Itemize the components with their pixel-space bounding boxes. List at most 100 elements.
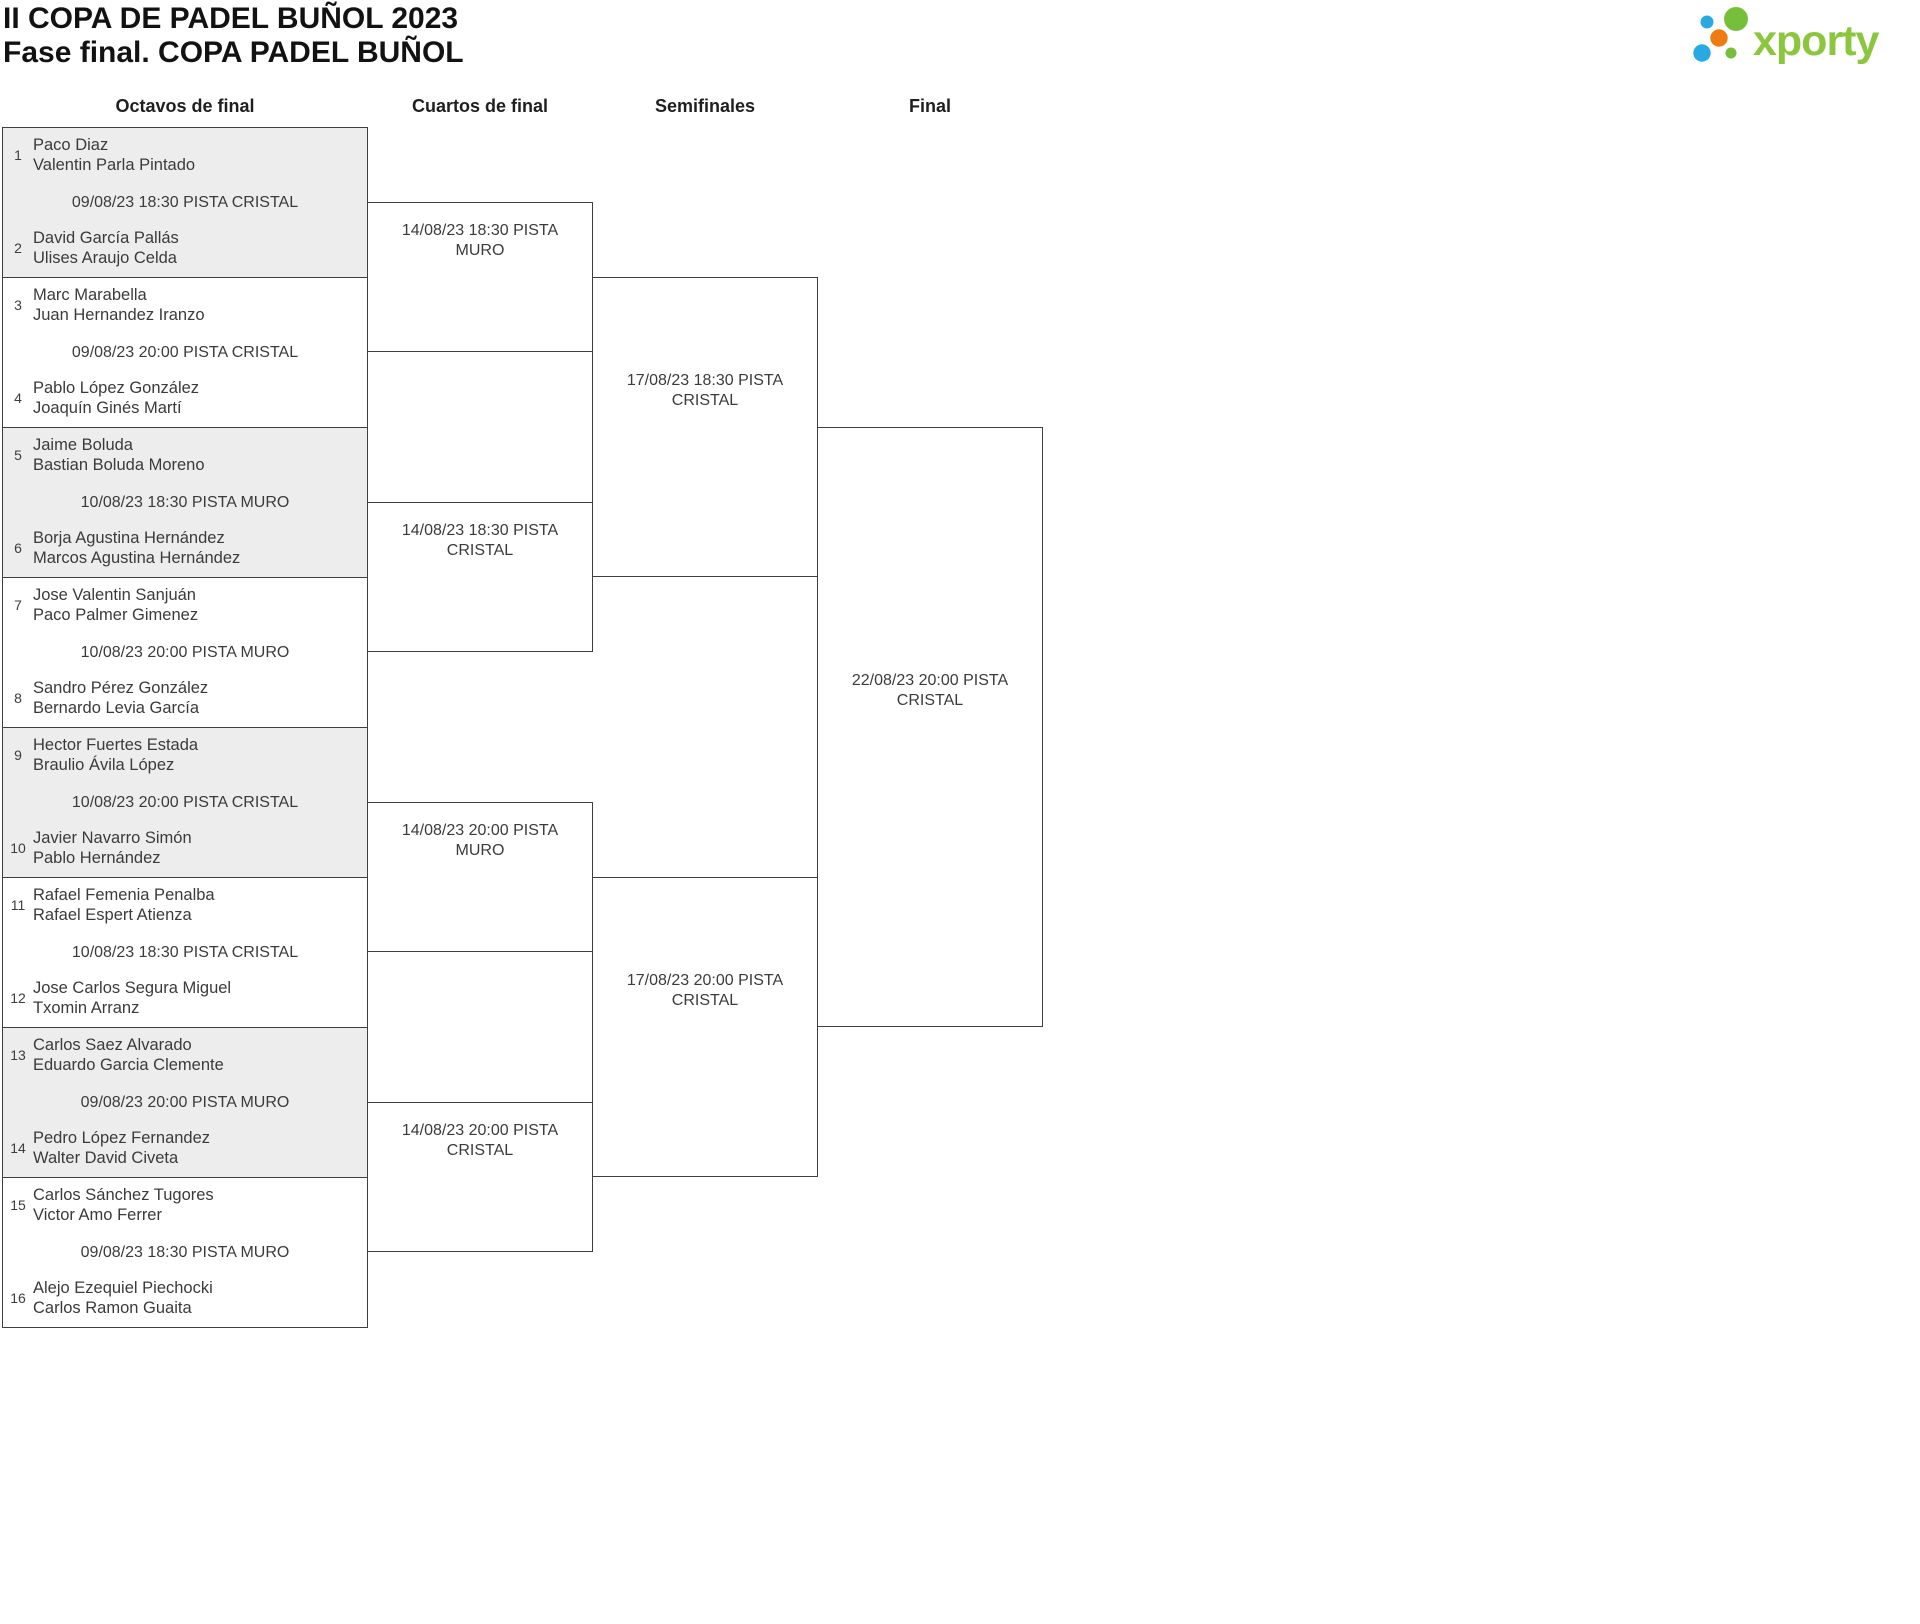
round-header-semifinales: Semifinales <box>654 96 756 116</box>
round-header-octavos: Octavos de final <box>115 96 255 116</box>
player-name: Pablo Hernández <box>33 849 161 867</box>
team-slot: 7 Jose Valentin Sanjuán Paco Palmer Gime… <box>8 585 359 625</box>
team-players: Rafael Femenia Penalba Rafael Espert Ati… <box>33 885 215 925</box>
seed-number: 6 <box>14 540 22 556</box>
r16-match-1[interactable]: 1 Paco Diaz Valentin Parla Pintado 09/08… <box>2 127 368 278</box>
r16-match-2[interactable]: 3 Marc Marabella Juan Hernandez Iranzo 0… <box>2 277 368 428</box>
player-name: Javier Navarro Simón <box>33 829 192 847</box>
team-players: Carlos Sánchez Tugores Victor Amo Ferrer <box>33 1185 214 1225</box>
player-name: Carlos Saez Alvarado <box>33 1036 192 1054</box>
team-slot: 4 Pablo López González Joaquín Ginés Mar… <box>8 378 359 418</box>
r16-match-6[interactable]: 11 Rafael Femenia Penalba Rafael Espert … <box>2 877 368 1028</box>
player-name: Bastian Boluda Moreno <box>33 456 205 474</box>
match-schedule: 10/08/23 20:00 PISTA CRISTAL <box>71 793 299 811</box>
team-players: Paco Diaz Valentin Parla Pintado <box>33 135 195 175</box>
player-name: Eduardo Garcia Clemente <box>33 1056 224 1074</box>
team-slot: 13 Carlos Saez Alvarado Eduardo Garcia C… <box>8 1035 359 1075</box>
player-name: Marcos Agustina Hernández <box>33 549 241 567</box>
team-slot: 11 Rafael Femenia Penalba Rafael Espert … <box>8 885 359 925</box>
match-schedule: 10/08/23 20:00 PISTA MURO <box>80 643 290 661</box>
svg-text:xporty: xporty <box>1753 17 1880 65</box>
player-name: Borja Agustina Hernández <box>33 529 225 547</box>
team-slot: 8 Sandro Pérez González Bernardo Levia G… <box>8 678 359 718</box>
team-players: David García Pallás Ulises Araujo Celda <box>33 228 179 268</box>
player-name: Rafael Femenia Penalba <box>33 886 215 904</box>
player-name: Bernardo Levia García <box>33 699 200 717</box>
match-schedule: 17/08/23 20:00 PISTA CRISTAL <box>626 972 784 1009</box>
player-name: Valentin Parla Pintado <box>33 156 196 174</box>
match-schedule: 09/08/23 20:00 PISTA MURO <box>80 1093 290 1111</box>
player-name: Jose Valentin Sanjuán <box>33 586 196 604</box>
tournament-title: II COPA DE PADEL BUÑOL 2023 <box>3 2 459 35</box>
team-slot: 16 Alejo Ezequiel Piechocki Carlos Ramon… <box>8 1278 359 1318</box>
player-name: Jose Carlos Segura Miguel <box>33 979 232 997</box>
r16-match-4[interactable]: 7 Jose Valentin Sanjuán Paco Palmer Gime… <box>2 577 368 728</box>
match-schedule: 09/08/23 20:00 PISTA CRISTAL <box>71 343 299 361</box>
seed-number: 5 <box>14 447 22 463</box>
sf-match-2[interactable]: 17/08/23 20:00 PISTA CRISTAL <box>592 877 818 1177</box>
match-schedule: 10/08/23 18:30 PISTA CRISTAL <box>71 943 299 961</box>
page-title: II COPA DE PADEL BUÑOL 2023 Fase final. … <box>3 2 464 70</box>
player-name: Sandro Pérez González <box>33 679 209 697</box>
seed-number: 3 <box>14 297 22 313</box>
team-players: Pablo López González Joaquín Ginés Martí <box>33 378 199 418</box>
r16-match-3[interactable]: 5 Jaime Boluda Bastian Boluda Moreno 10/… <box>2 427 368 578</box>
team-players: Alejo Ezequiel Piechocki Carlos Ramon Gu… <box>33 1278 213 1318</box>
round-header-final: Final <box>908 96 952 116</box>
qf-match-3[interactable]: 14/08/23 20:00 PISTA MURO <box>367 802 593 952</box>
player-name: David García Pallás <box>33 229 179 247</box>
match-schedule: 22/08/23 20:00 PISTA CRISTAL <box>851 672 1009 709</box>
qf-match-2[interactable]: 14/08/23 18:30 PISTA CRISTAL <box>367 502 593 652</box>
team-players: Jaime Boluda Bastian Boluda Moreno <box>33 435 205 475</box>
team-players: Hector Fuertes Estada Braulio Ávila Lópe… <box>33 735 198 775</box>
match-schedule: 14/08/23 18:30 PISTA CRISTAL <box>401 522 559 559</box>
seed-number: 15 <box>10 1197 26 1213</box>
team-slot: 14 Pedro López Fernandez Walter David Ci… <box>8 1128 359 1168</box>
match-schedule: 10/08/23 18:30 PISTA MURO <box>80 493 290 511</box>
team-players: Javier Navarro Simón Pablo Hernández <box>33 828 192 868</box>
team-players: Marc Marabella Juan Hernandez Iranzo <box>33 285 205 325</box>
player-name: Marc Marabella <box>33 286 147 304</box>
team-players: Carlos Saez Alvarado Eduardo Garcia Clem… <box>33 1035 224 1075</box>
player-name: Ulises Araujo Celda <box>33 249 177 267</box>
player-name: Joaquín Ginés Martí <box>33 399 182 417</box>
team-slot: 9 Hector Fuertes Estada Braulio Ávila Ló… <box>8 735 359 775</box>
match-schedule: 17/08/23 18:30 PISTA CRISTAL <box>626 372 784 409</box>
team-players: Pedro López Fernandez Walter David Civet… <box>33 1128 210 1168</box>
team-slot: 1 Paco Diaz Valentin Parla Pintado <box>8 135 359 175</box>
player-name: Walter David Civeta <box>33 1149 179 1167</box>
seed-number: 9 <box>14 747 22 763</box>
r16-match-7[interactable]: 13 Carlos Saez Alvarado Eduardo Garcia C… <box>2 1027 368 1178</box>
seed-number: 4 <box>14 390 22 406</box>
match-schedule: 09/08/23 18:30 PISTA CRISTAL <box>71 193 299 211</box>
player-name: Txomin Arranz <box>33 999 140 1017</box>
player-name: Braulio Ávila López <box>33 756 175 774</box>
player-name: Hector Fuertes Estada <box>33 736 199 754</box>
team-slot: 2 David García Pallás Ulises Araujo Celd… <box>8 228 359 268</box>
player-name: Pablo López González <box>33 379 200 397</box>
r16-match-5[interactable]: 9 Hector Fuertes Estada Braulio Ávila Ló… <box>2 727 368 878</box>
seed-number: 14 <box>10 1140 26 1156</box>
player-name: Alejo Ezequiel Piechocki <box>33 1279 213 1297</box>
xporty-logo[interactable]: xporty <box>1677 2 1909 73</box>
xporty-logo-icon: xporty <box>1693 7 1881 65</box>
final-match[interactable]: 22/08/23 20:00 PISTA CRISTAL <box>817 427 1043 1027</box>
qf-match-4[interactable]: 14/08/23 20:00 PISTA CRISTAL <box>367 1102 593 1252</box>
phase-subtitle: Fase final. COPA PADEL BUÑOL <box>3 36 464 69</box>
match-schedule: 14/08/23 18:30 PISTA MURO <box>401 222 559 259</box>
qf-match-1[interactable]: 14/08/23 18:30 PISTA MURO <box>367 202 593 352</box>
team-slot: 15 Carlos Sánchez Tugores Victor Amo Fer… <box>8 1185 359 1225</box>
seed-number: 12 <box>10 990 26 1006</box>
team-players: Jose Carlos Segura Miguel Txomin Arranz <box>33 978 231 1018</box>
sf-match-1[interactable]: 17/08/23 18:30 PISTA CRISTAL <box>592 277 818 577</box>
r16-match-8[interactable]: 15 Carlos Sánchez Tugores Victor Amo Fer… <box>2 1177 368 1328</box>
player-name: Juan Hernandez Iranzo <box>33 306 205 324</box>
player-name: Pedro López Fernandez <box>33 1129 211 1147</box>
team-slot: 3 Marc Marabella Juan Hernandez Iranzo <box>8 285 359 325</box>
player-name: Jaime Boluda <box>33 436 133 454</box>
seed-number: 13 <box>10 1047 26 1063</box>
seed-number: 2 <box>14 240 22 256</box>
player-name: Victor Amo Ferrer <box>33 1206 162 1224</box>
player-name: Carlos Sánchez Tugores <box>33 1186 214 1204</box>
